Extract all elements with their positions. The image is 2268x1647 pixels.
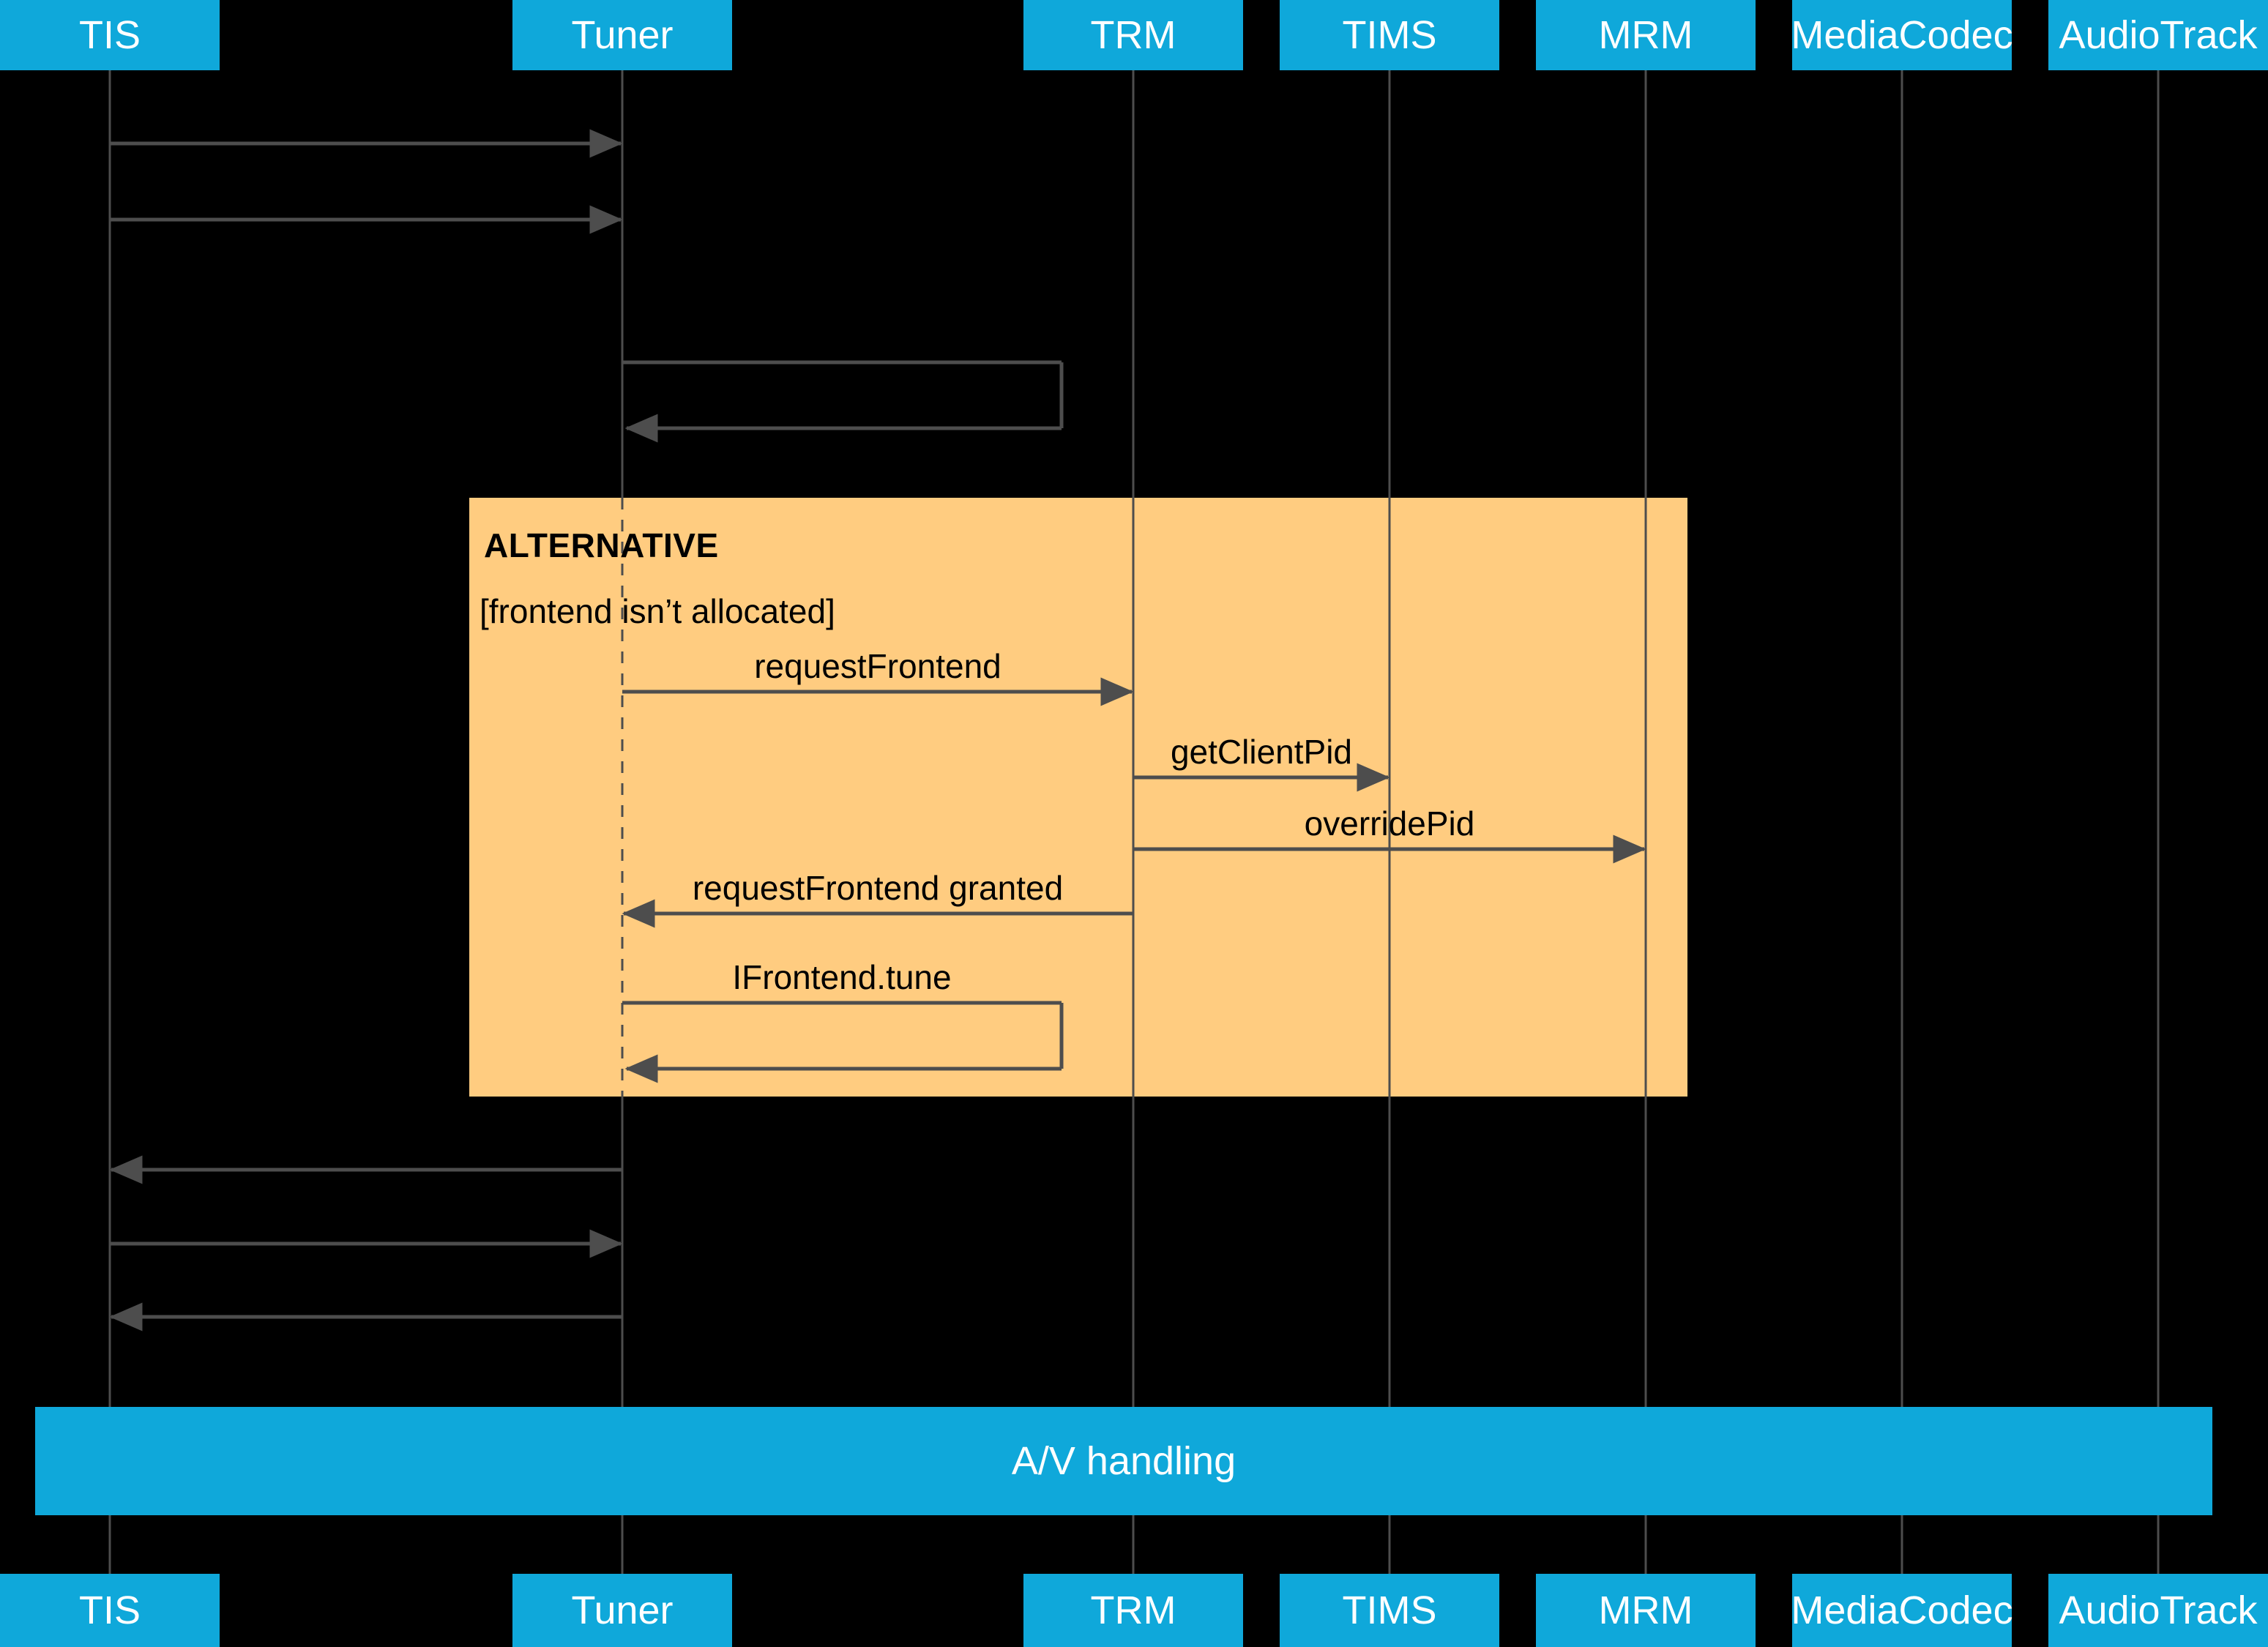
participant-footer-tis[interactable]: TIS — [0, 1574, 220, 1647]
participant-name-label: AudioTrack — [2059, 13, 2258, 57]
participant-name-label: TIS — [78, 13, 141, 57]
participant-name-label: TIMS — [1342, 13, 1437, 57]
participant-footer-trm[interactable]: TRM — [1023, 1574, 1243, 1647]
av-handling-ref-bar[interactable]: A/V handling — [35, 1407, 2212, 1515]
participant-header-tuner[interactable]: Tuner — [512, 0, 732, 70]
participant-header-tis[interactable]: TIS — [0, 0, 220, 70]
participant-footer-mrm[interactable]: MRM — [1536, 1574, 1756, 1647]
message-ifrontend-tune-label: IFrontend.tune — [732, 958, 952, 996]
participant-name-label: Tuner — [571, 1588, 674, 1632]
participant-header-tims[interactable]: TIMS — [1280, 0, 1499, 70]
participant-name-label: TRM — [1090, 13, 1176, 57]
participant-header-mediacodec[interactable]: MediaCodec — [1791, 0, 2013, 70]
fragment-condition-label: [frontend isn’t allocated] — [480, 592, 835, 630]
participant-name-label: MRM — [1598, 1588, 1693, 1632]
participant-footer-tims[interactable]: TIMS — [1280, 1574, 1499, 1647]
participant-name-label: Tuner — [571, 13, 674, 57]
participant-header-audiotrack[interactable]: AudioTrack — [2048, 0, 2268, 70]
participant-name-label: TRM — [1090, 1588, 1176, 1632]
alt-fragment-box — [469, 498, 1687, 1097]
participant-name-label: MediaCodec — [1791, 13, 2013, 57]
message-requestfrontend-label: requestFrontend — [754, 647, 1001, 685]
participant-name-label: MediaCodec — [1791, 1588, 2013, 1632]
message-overridepid-label: overridePid — [1304, 804, 1475, 843]
av-handling-label: A/V handling — [1011, 1439, 1236, 1483]
participant-name-label: TIS — [78, 1588, 141, 1632]
participant-header-mrm[interactable]: MRM — [1536, 0, 1756, 70]
participant-footer-mediacodec[interactable]: MediaCodec — [1791, 1574, 2013, 1647]
participant-footer-tuner[interactable]: Tuner — [512, 1574, 732, 1647]
participant-name-label: AudioTrack — [2059, 1588, 2258, 1632]
fragment-lifeline-group — [621, 498, 1647, 1097]
fragment-operator-label: ALTERNATIVE — [484, 526, 719, 564]
message-getclientpid-label: getClientPid — [1170, 733, 1353, 771]
fragment-message-group — [622, 677, 1646, 1083]
message-requestfrontend-granted-label: requestFrontend granted — [692, 869, 1064, 907]
participant-header-trm[interactable]: TRM — [1023, 0, 1243, 70]
participant-name-label: TIMS — [1342, 1588, 1437, 1632]
participant-footer-audiotrack[interactable]: AudioTrack — [2048, 1574, 2268, 1647]
participant-name-label: MRM — [1598, 13, 1693, 57]
message-arrow-group — [109, 129, 1064, 1332]
